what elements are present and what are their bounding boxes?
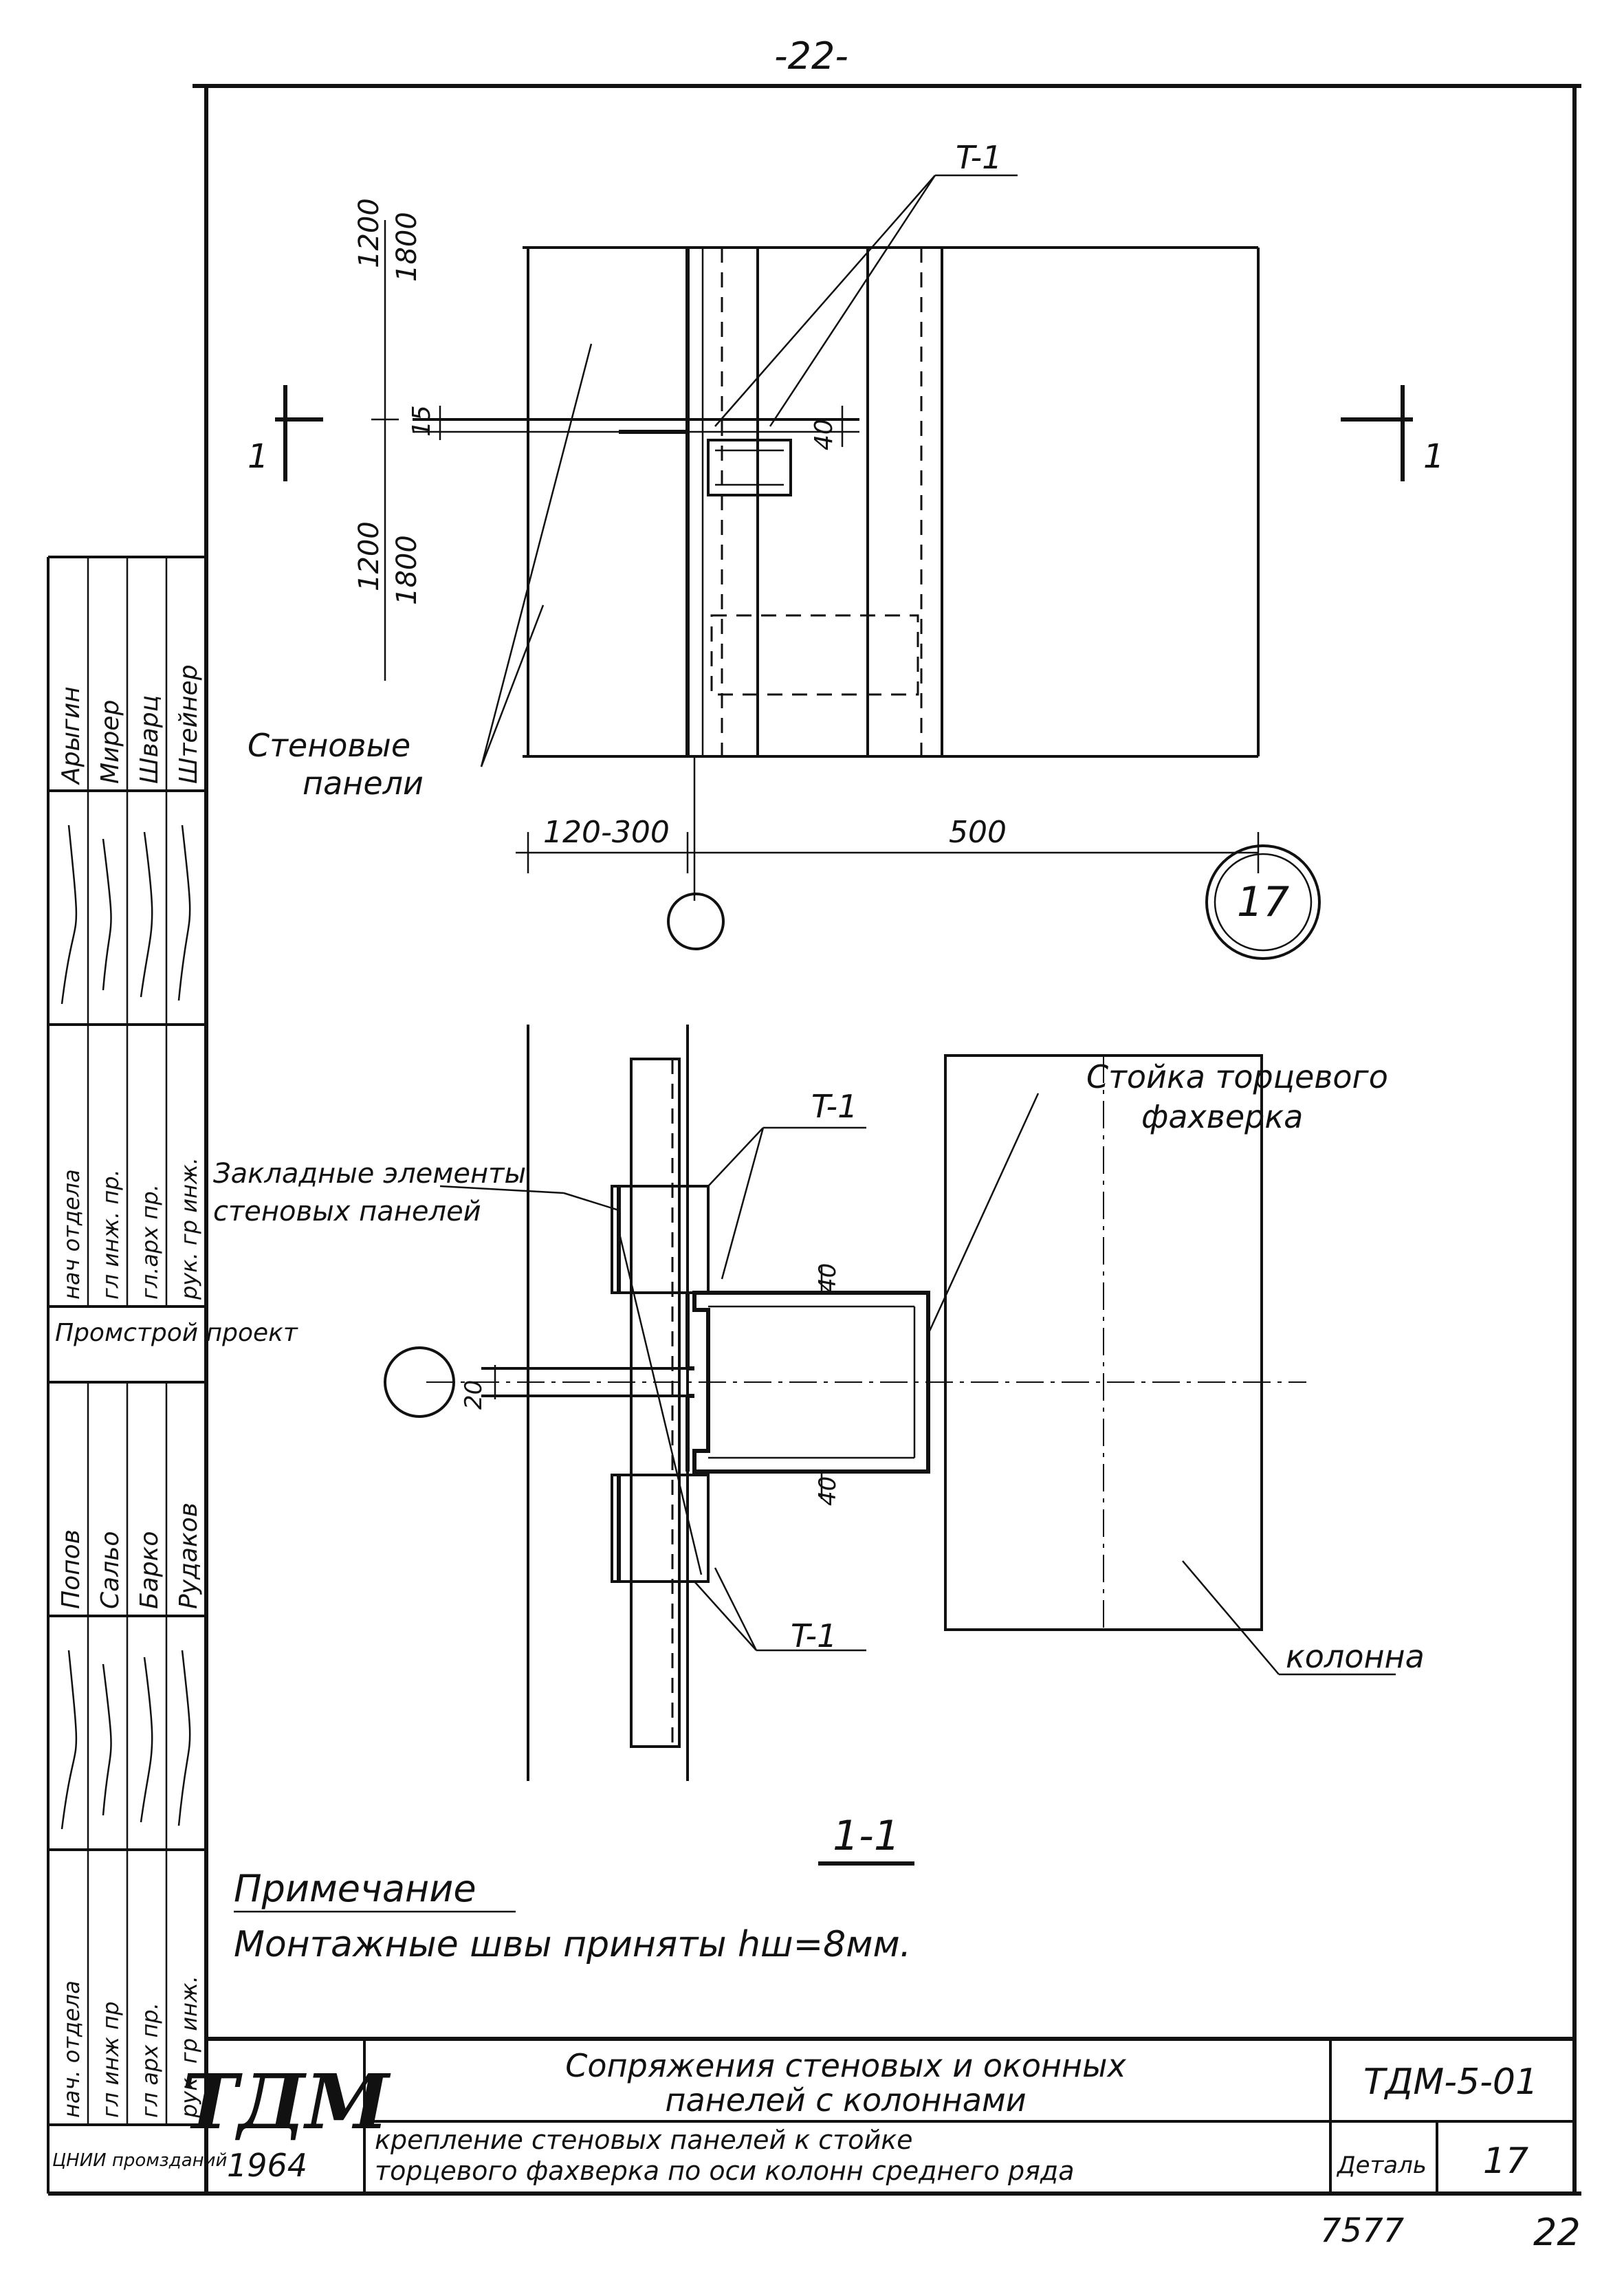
label-column: колонна [1286, 1638, 1425, 1675]
plan-dim-upper-1: 1200 [353, 198, 385, 268]
note-heading: Примечание [234, 1867, 476, 1910]
section-axis-bubble [384, 1346, 455, 1418]
sheet-frame [48, 84, 1581, 2196]
side-stamp [47, 556, 206, 2194]
section-title: 1-1 [833, 1812, 900, 1860]
plan-label-panels-2: панели [303, 765, 424, 802]
stamp-lower-role-3: гл арх пр. [137, 2002, 163, 2118]
section-mark-left-label: 1 [248, 437, 269, 476]
title-year: 1964 [227, 2147, 307, 2184]
detail-circle-number: 17 [1237, 878, 1289, 926]
plan-label-panels-1: Стеновые [248, 727, 410, 764]
stamp-lower-name-2: Сальо [96, 1531, 124, 1609]
page-number: -22- [774, 34, 848, 78]
section-mark-right-label: 1 [1423, 437, 1445, 476]
stamp-upper-name-3: Шварц [135, 695, 164, 784]
logo-tdm: ТДМ [182, 2057, 391, 2146]
plan-dim-40: 40 [810, 419, 838, 450]
stamp-upper-name-2: Мирер [96, 700, 124, 784]
stamp-upper-role-2: гл инж. пр. [98, 1169, 124, 1300]
section-view [384, 1025, 1396, 1866]
plan-dim-120-300: 120-300 [543, 815, 670, 850]
stamp-lower-role-4: рук. гр инж. [176, 1976, 202, 2119]
stamp-upper-org: Промстрой проект [55, 1319, 298, 1347]
title-line-2: панелей с колоннами [665, 2081, 1026, 2119]
section-mark-right [1341, 385, 1413, 481]
footer-right: 22 [1533, 2211, 1581, 2254]
label-t1-top: T-1 [811, 1088, 857, 1125]
subtitle-line-2: торцевого фахверка по оси колонн среднег… [375, 2156, 1074, 2186]
stamp-upper-role-1: нач отдела [58, 1169, 85, 1300]
stamp-lower-role-2: гл инж пр [98, 2002, 124, 2118]
axis-bubble [667, 893, 725, 950]
stamp-upper-name-1: Арыгин [57, 686, 85, 785]
plan-dim-lower-2: 1800 [391, 535, 423, 605]
note-text: Монтажные швы приняты hш=8мм. [234, 1924, 911, 1965]
footer-left: 7577 [1320, 2211, 1405, 2250]
stamp-lower-name-3: Барко [135, 1531, 164, 1609]
stamp-upper-role-3: гл.арх пр. [137, 1184, 163, 1300]
plan-dim-upper-2: 1800 [391, 212, 423, 282]
plan-dim-500: 500 [949, 815, 1007, 850]
detail-label: Деталь [1336, 2152, 1427, 2179]
plan-dim-15: 15 [408, 405, 436, 437]
stamp-lower-role-1: нач. отдела [58, 1980, 85, 2118]
stamp-upper-role-4: рук. гр инж. [176, 1157, 202, 1300]
title-block [206, 2037, 1574, 2194]
label-embedded-2: стеновых панелей [213, 1196, 481, 1227]
title-code: ТДМ-5-01 [1363, 2062, 1538, 2103]
detail-number: 17 [1483, 2141, 1528, 2182]
stamp-lower-name-1: Попов [57, 1529, 85, 1609]
label-post-1: Стойка торцевого [1086, 1058, 1388, 1095]
detail-circle [1205, 844, 1321, 960]
plan-dim-lower-1: 1200 [353, 521, 385, 591]
plan-view [371, 174, 1260, 950]
label-embedded-1: Закладные элементы [213, 1158, 526, 1190]
dim-40-bottom: 40 [814, 1476, 842, 1506]
dim-20: 20 [460, 1380, 487, 1410]
subtitle-line-1: крепление стеновых панелей к стойке [375, 2125, 913, 2155]
stamp-lower-name-4: Рудаков [175, 1502, 203, 1609]
dim-40-top: 40 [814, 1263, 842, 1293]
plan-label-t1: T-1 [956, 139, 1002, 176]
label-t1-bottom: T-1 [791, 1617, 837, 1654]
stamp-lower-org: ЦНИИ промзданий [52, 2150, 227, 2171]
stamp-upper-name-4: Штейнер [175, 664, 203, 784]
label-post-2: фахверка [1141, 1098, 1303, 1135]
section-mark-left [275, 385, 323, 481]
title-line-1: Сопряжения стеновых и оконных [565, 2047, 1126, 2084]
